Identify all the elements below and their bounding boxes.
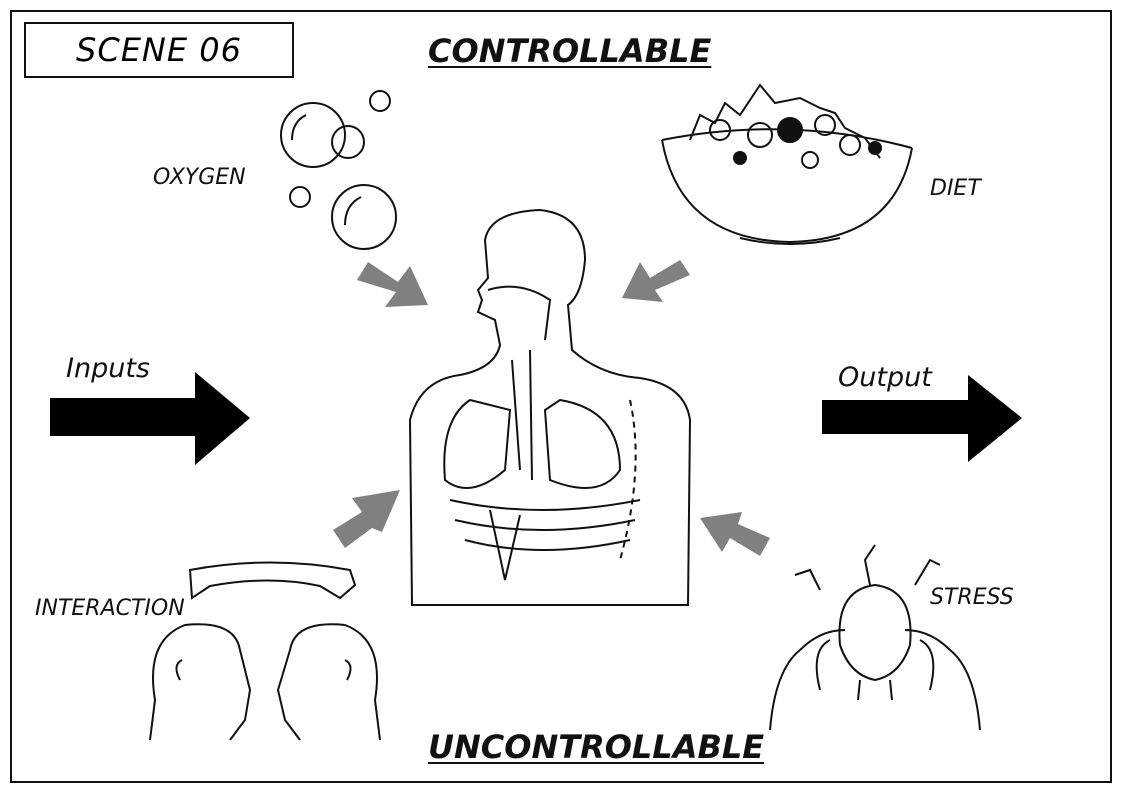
interaction-arrow-icon [333,490,400,548]
heading-uncontrollable: UNCONTROLLABLE [428,728,765,766]
label-output: Output [838,362,932,393]
salad-bowl-icon [661,83,913,245]
label-diet: DIET [930,176,981,201]
oxygen-bubbles-icon [280,90,397,250]
oxygen-arrow-icon [357,262,428,307]
label-oxygen: OXYGEN [153,165,246,190]
human-torso-anatomy-icon [408,208,692,606]
label-inputs: Inputs [66,353,150,384]
interaction-heads-icon [149,561,381,741]
storyboard-frame [10,10,1112,783]
label-stress: STRESS [930,585,1014,610]
heading-controllable: CONTROLLABLE [428,32,712,70]
inputs-arrow-icon [50,372,250,465]
output-arrow-icon [822,375,1022,462]
stress-arrow-icon [700,512,770,556]
scene-label: SCENE 06 [24,22,294,78]
label-interaction: INTERACTION [35,596,185,621]
diet-arrow-icon [622,260,690,302]
stressed-person-icon [769,544,981,731]
